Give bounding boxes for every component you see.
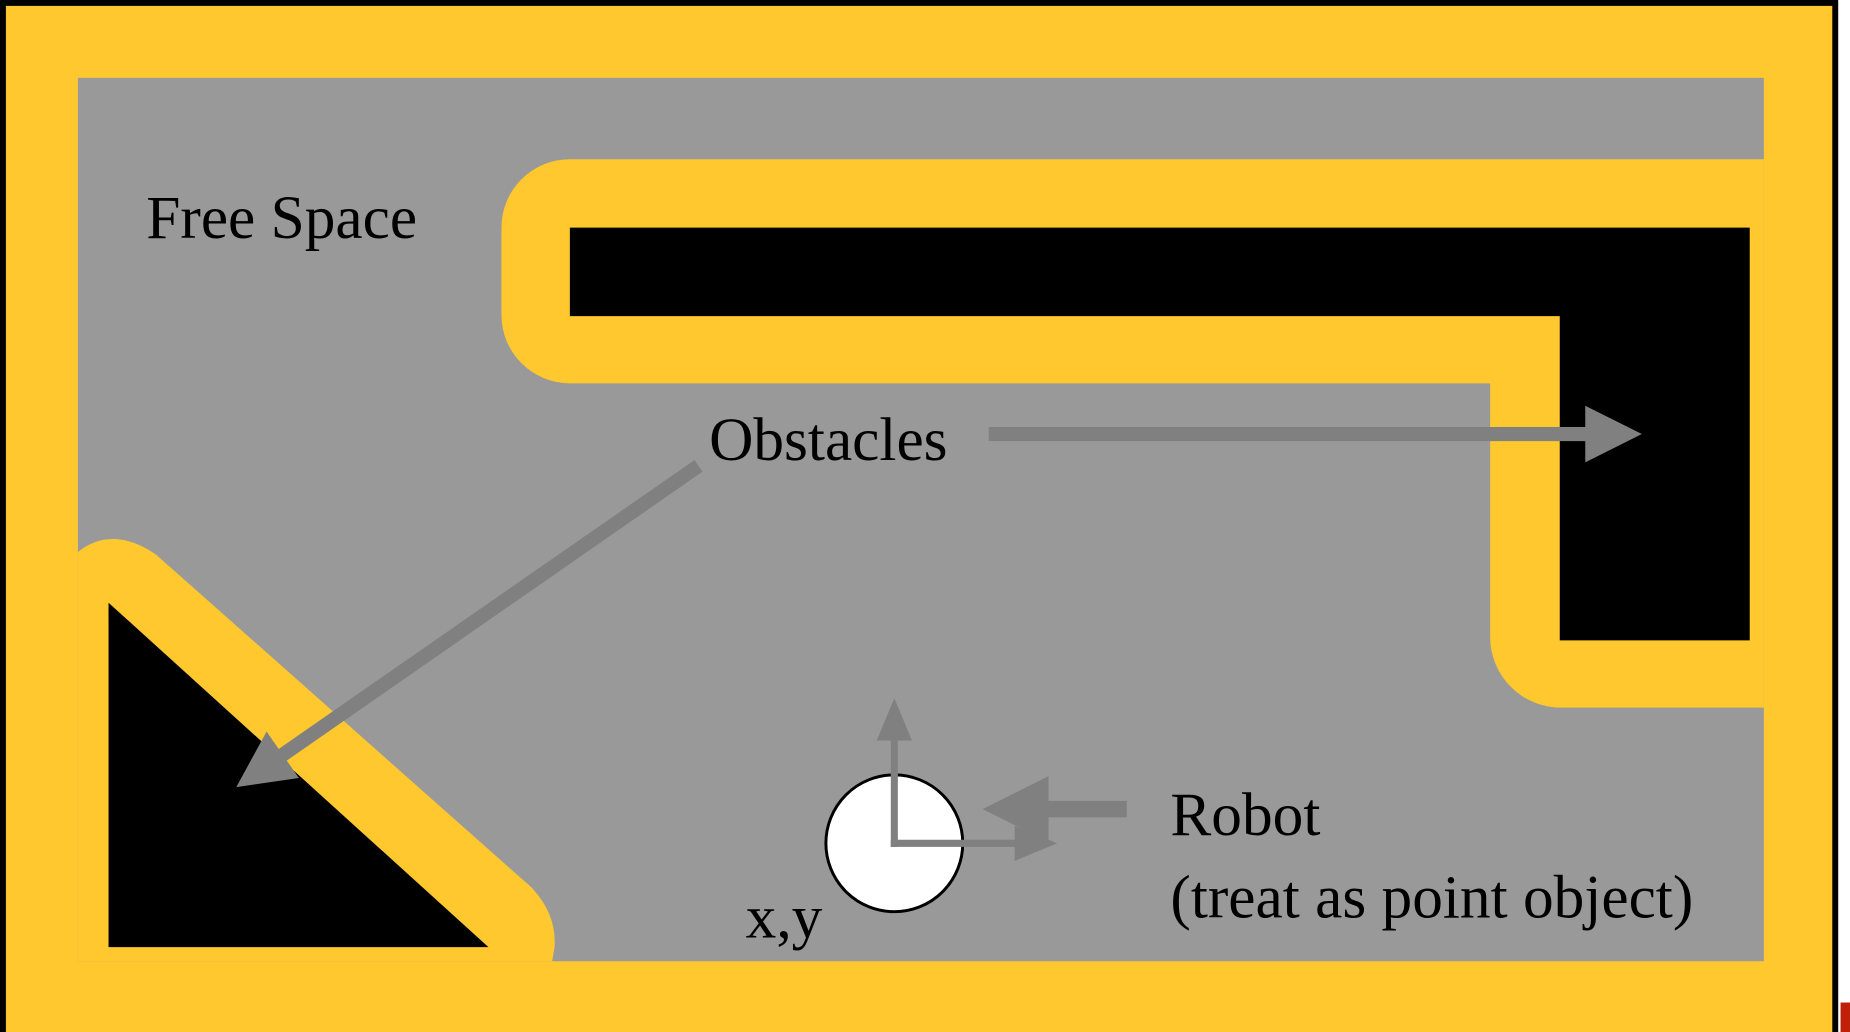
margin xyxy=(1838,0,1850,1032)
robot-note-label: (treat as point object) xyxy=(1170,864,1693,932)
red-mark xyxy=(1840,1002,1850,1032)
l-obstacle xyxy=(569,227,1750,641)
free-space-label: Free Space xyxy=(146,184,417,252)
obstacle-arrow-left xyxy=(236,460,703,788)
obstacles-label: Obstacles xyxy=(709,406,947,474)
position-label: x,y xyxy=(746,884,823,952)
robot-label: Robot xyxy=(1170,781,1320,849)
